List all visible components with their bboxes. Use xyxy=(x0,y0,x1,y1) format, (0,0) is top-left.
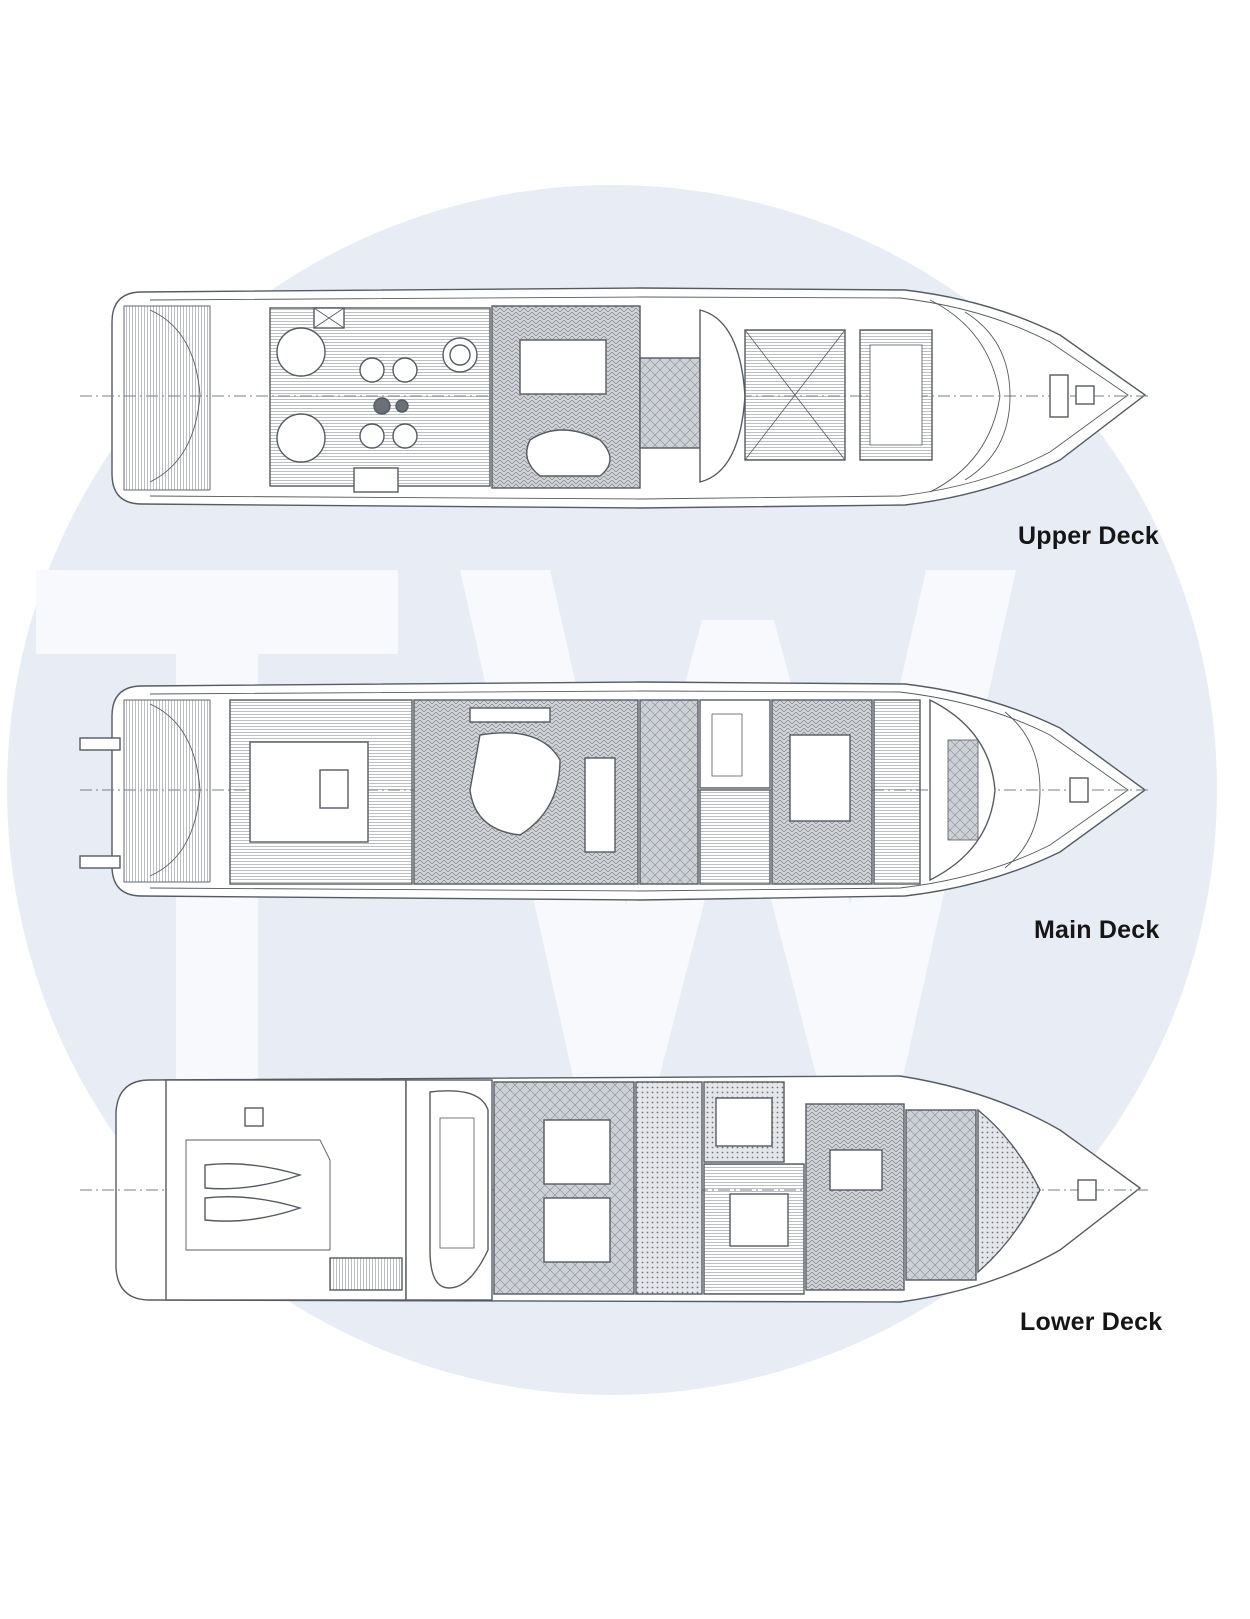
upper-deck-plan xyxy=(80,287,1150,509)
main-deck-plan xyxy=(79,681,1150,901)
main-deck-label: Main Deck xyxy=(1034,916,1160,944)
upper-deck-label: Upper Deck xyxy=(1018,522,1159,550)
lower-deck-plan xyxy=(80,1075,1150,1303)
lower-deck-label: Lower Deck xyxy=(1020,1308,1163,1336)
